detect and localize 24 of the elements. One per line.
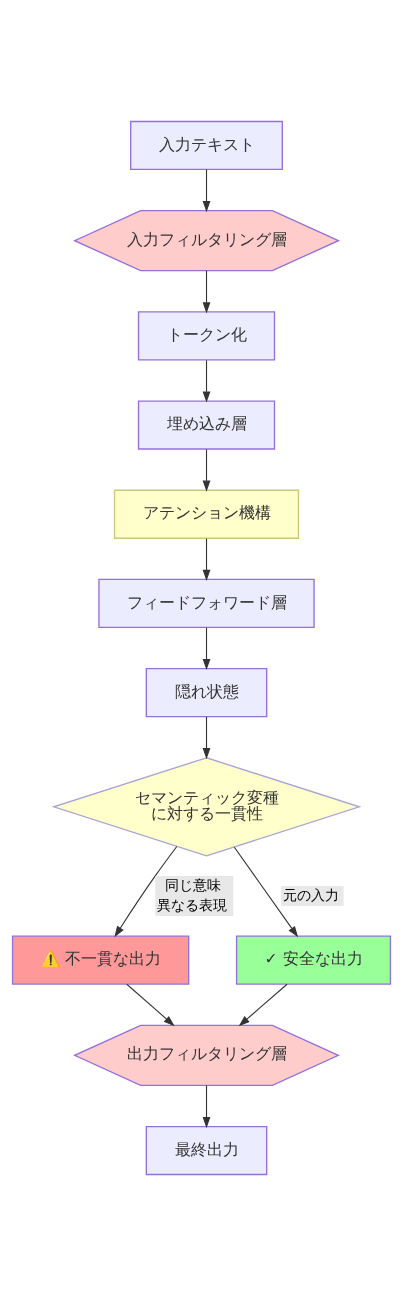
node-box: ⚠ 不一貫な出力 bbox=[11, 935, 190, 985]
node-box: 埋め込み層 bbox=[137, 400, 276, 450]
arrow bbox=[202, 1084, 211, 1129]
arrow bbox=[202, 270, 211, 314]
arrow bbox=[114, 845, 178, 938]
node-box: フィードフォワード層 bbox=[98, 578, 315, 629]
node-box: ✓ 安全な出力 bbox=[235, 935, 392, 985]
edge-label: 元の入力 bbox=[283, 886, 340, 903]
node-box: アテンション機構 bbox=[113, 489, 300, 539]
arrow bbox=[233, 846, 299, 938]
arrow bbox=[202, 168, 211, 213]
node-box: 最終出力 bbox=[145, 1125, 268, 1176]
arrow bbox=[238, 983, 288, 1027]
node-box: トークン化 bbox=[137, 311, 276, 361]
arrow bbox=[202, 359, 211, 403]
node-diamond: セマンティック変種に対する一貫性 bbox=[51, 757, 362, 857]
node-box: 隠れ状態 bbox=[145, 667, 268, 718]
arrow bbox=[126, 983, 175, 1027]
edge-label: 同じ意味異なる表現 bbox=[157, 876, 228, 913]
arrow bbox=[202, 716, 211, 760]
node-box: 入力テキスト bbox=[130, 120, 283, 171]
arrow bbox=[202, 448, 211, 492]
arrow bbox=[202, 538, 211, 581]
arrow bbox=[202, 627, 211, 671]
